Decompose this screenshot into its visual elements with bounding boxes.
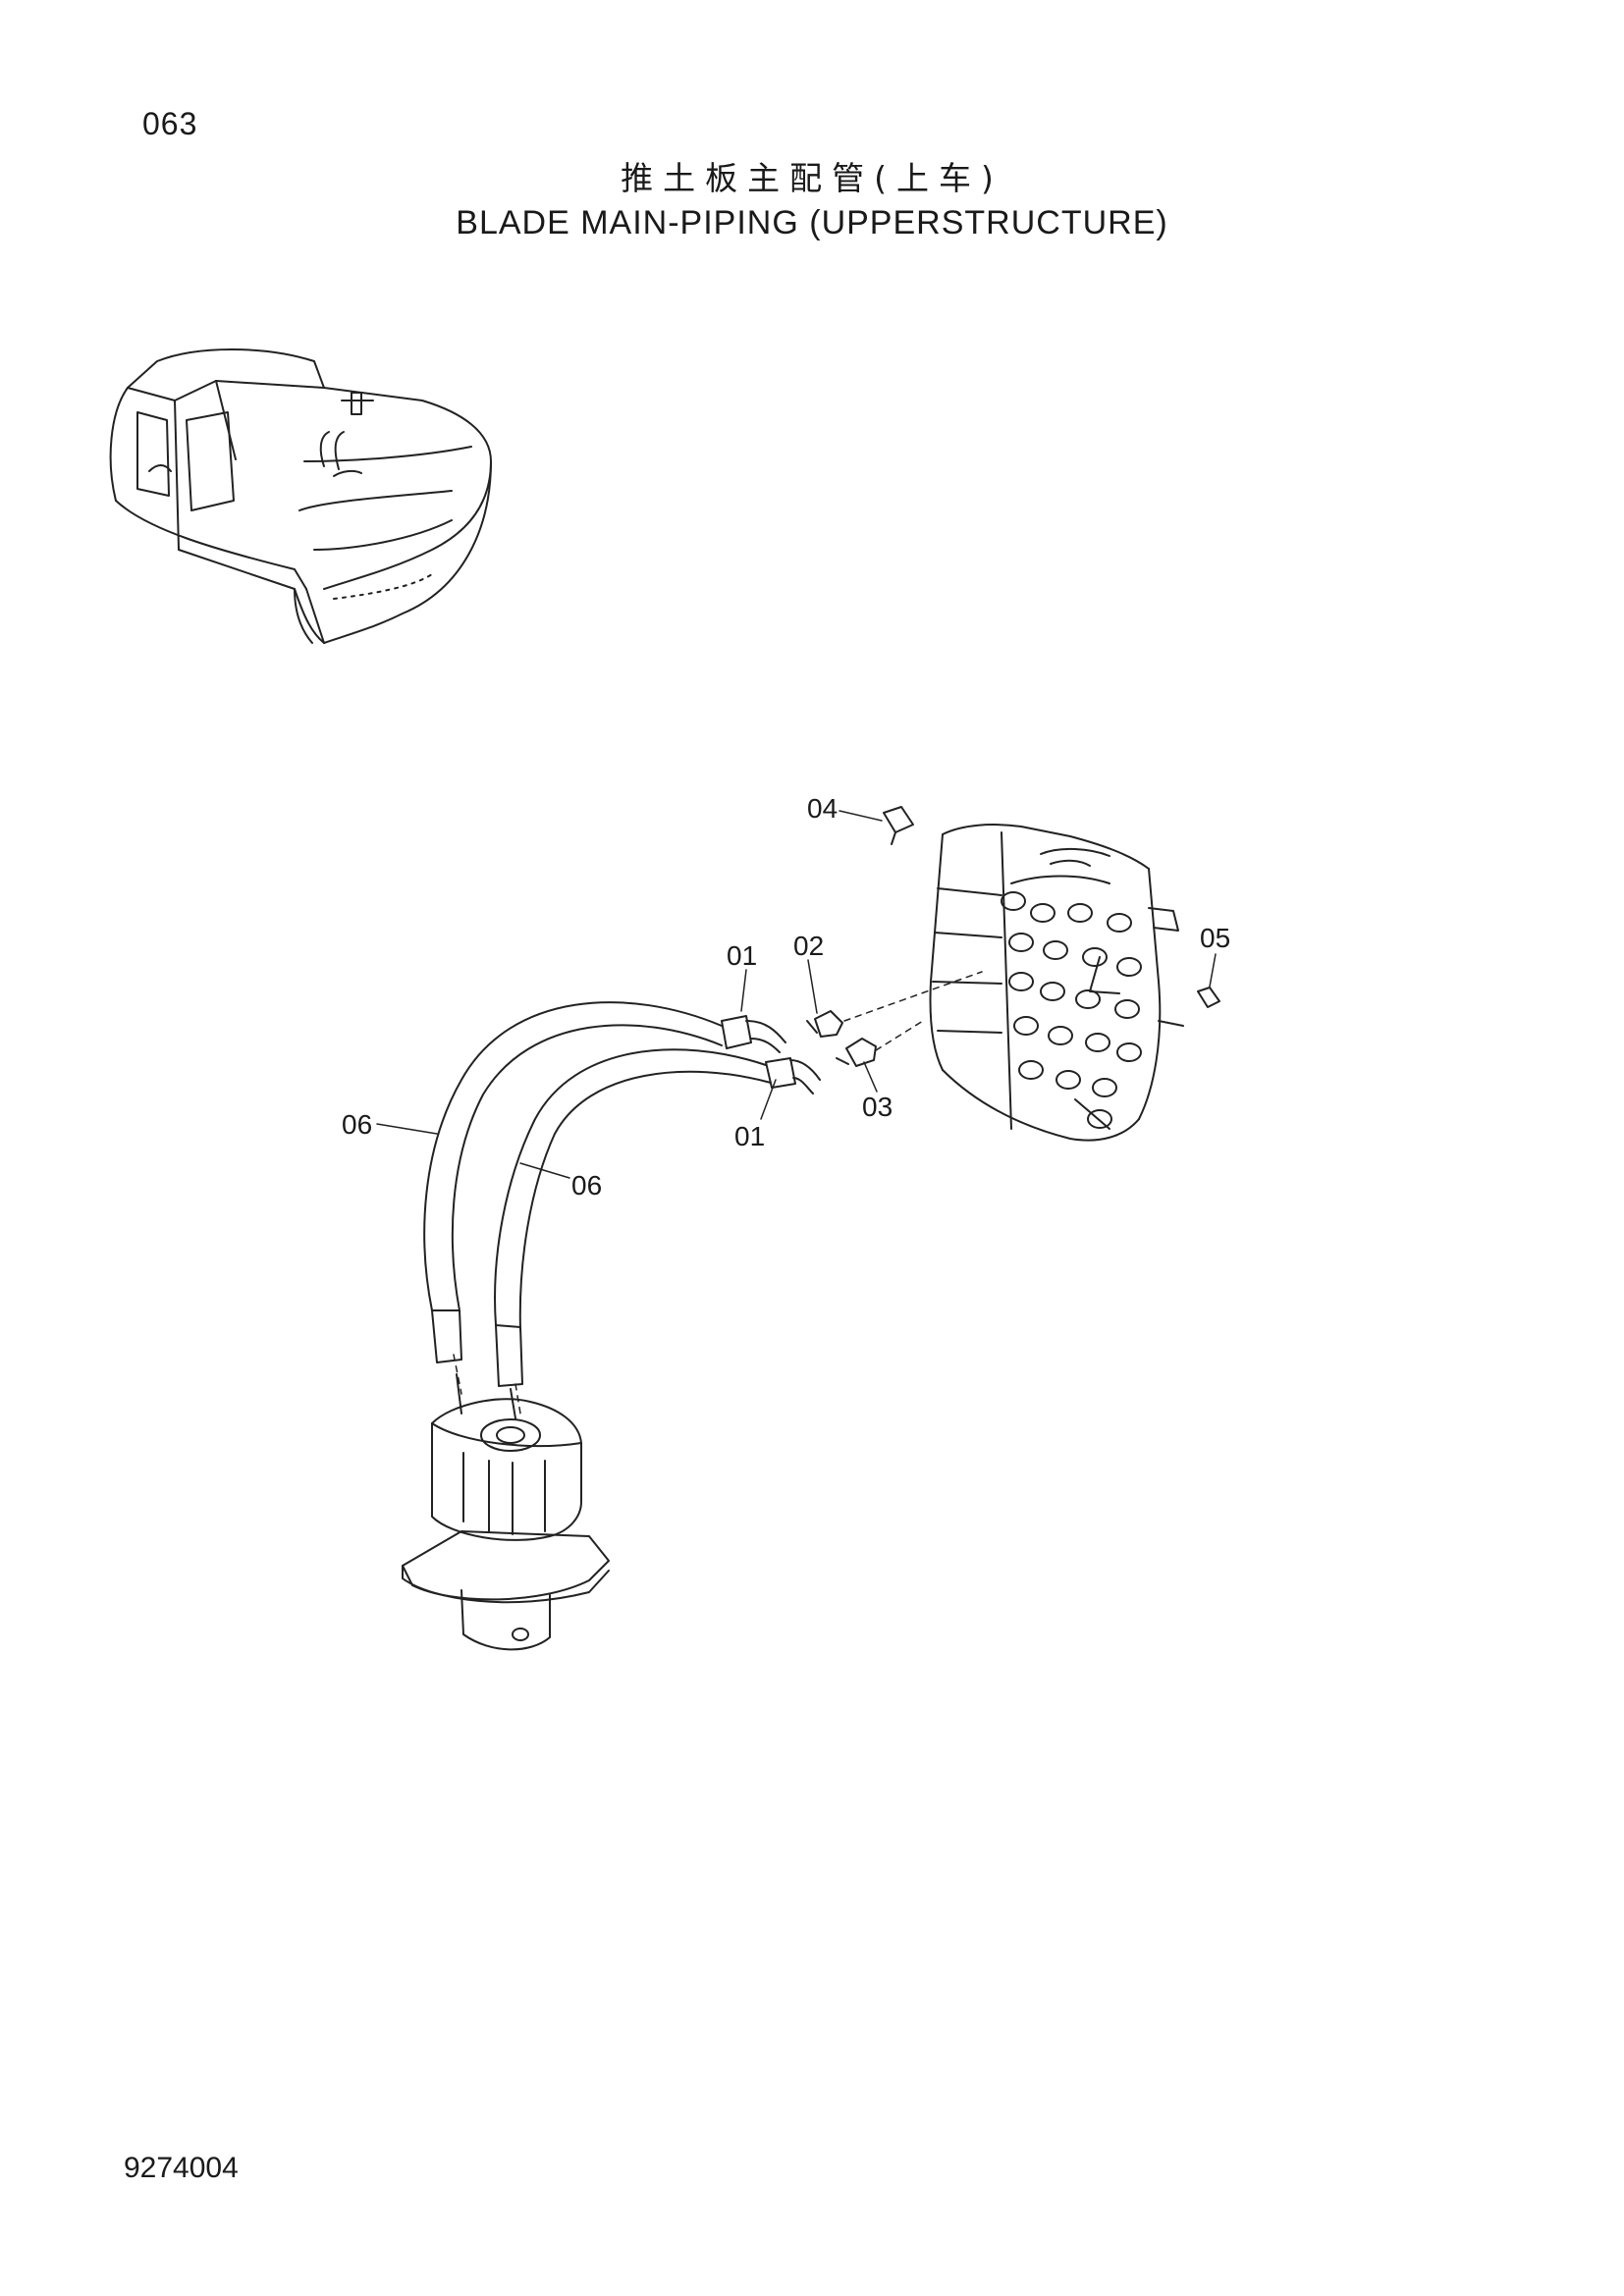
leader-04 xyxy=(839,810,883,822)
adapter-03 xyxy=(836,1038,877,1067)
page-number: 063 xyxy=(142,106,198,141)
callout-01-upper: 01 xyxy=(727,940,758,971)
excavator-location-thumbnail xyxy=(109,348,492,644)
callout-06-outer: 06 xyxy=(342,1109,373,1140)
leader-dashed-03 xyxy=(875,1020,924,1051)
hose-fitting-01-lower xyxy=(765,1057,821,1095)
callout-06-inner: 06 xyxy=(571,1170,603,1201)
leader-05 xyxy=(1209,953,1217,988)
hose-fitting-01-upper xyxy=(721,1015,786,1053)
leader-02 xyxy=(807,959,818,1014)
title-chinese: 推土板主配管(上车) xyxy=(621,159,1003,197)
fitting-05 xyxy=(1197,987,1220,1008)
callout-03: 03 xyxy=(862,1092,893,1122)
leader-03 xyxy=(863,1061,878,1093)
leader-06-inner xyxy=(519,1162,570,1179)
leader-dashed-02 xyxy=(843,971,983,1022)
document-number: 9274004 xyxy=(124,2152,239,2184)
control-valve-assembly xyxy=(929,824,1184,1142)
callout-04: 04 xyxy=(807,793,839,824)
callout-02: 02 xyxy=(793,931,825,961)
leader-06-outer xyxy=(376,1123,438,1135)
title-english: BLADE MAIN-PIPING (UPPERSTRUCTURE) xyxy=(456,204,1168,241)
leader-01-upper xyxy=(740,969,747,1012)
leader-01-lower xyxy=(760,1079,777,1120)
callout-01-lower: 01 xyxy=(734,1121,766,1151)
hose-06-inner xyxy=(494,1048,772,1387)
hose-06-outer xyxy=(423,1001,723,1363)
fitting-04 xyxy=(883,806,914,845)
callout-05: 05 xyxy=(1200,923,1231,953)
center-joint-assembly xyxy=(402,1373,610,1651)
adapter-02 xyxy=(806,1010,843,1038)
